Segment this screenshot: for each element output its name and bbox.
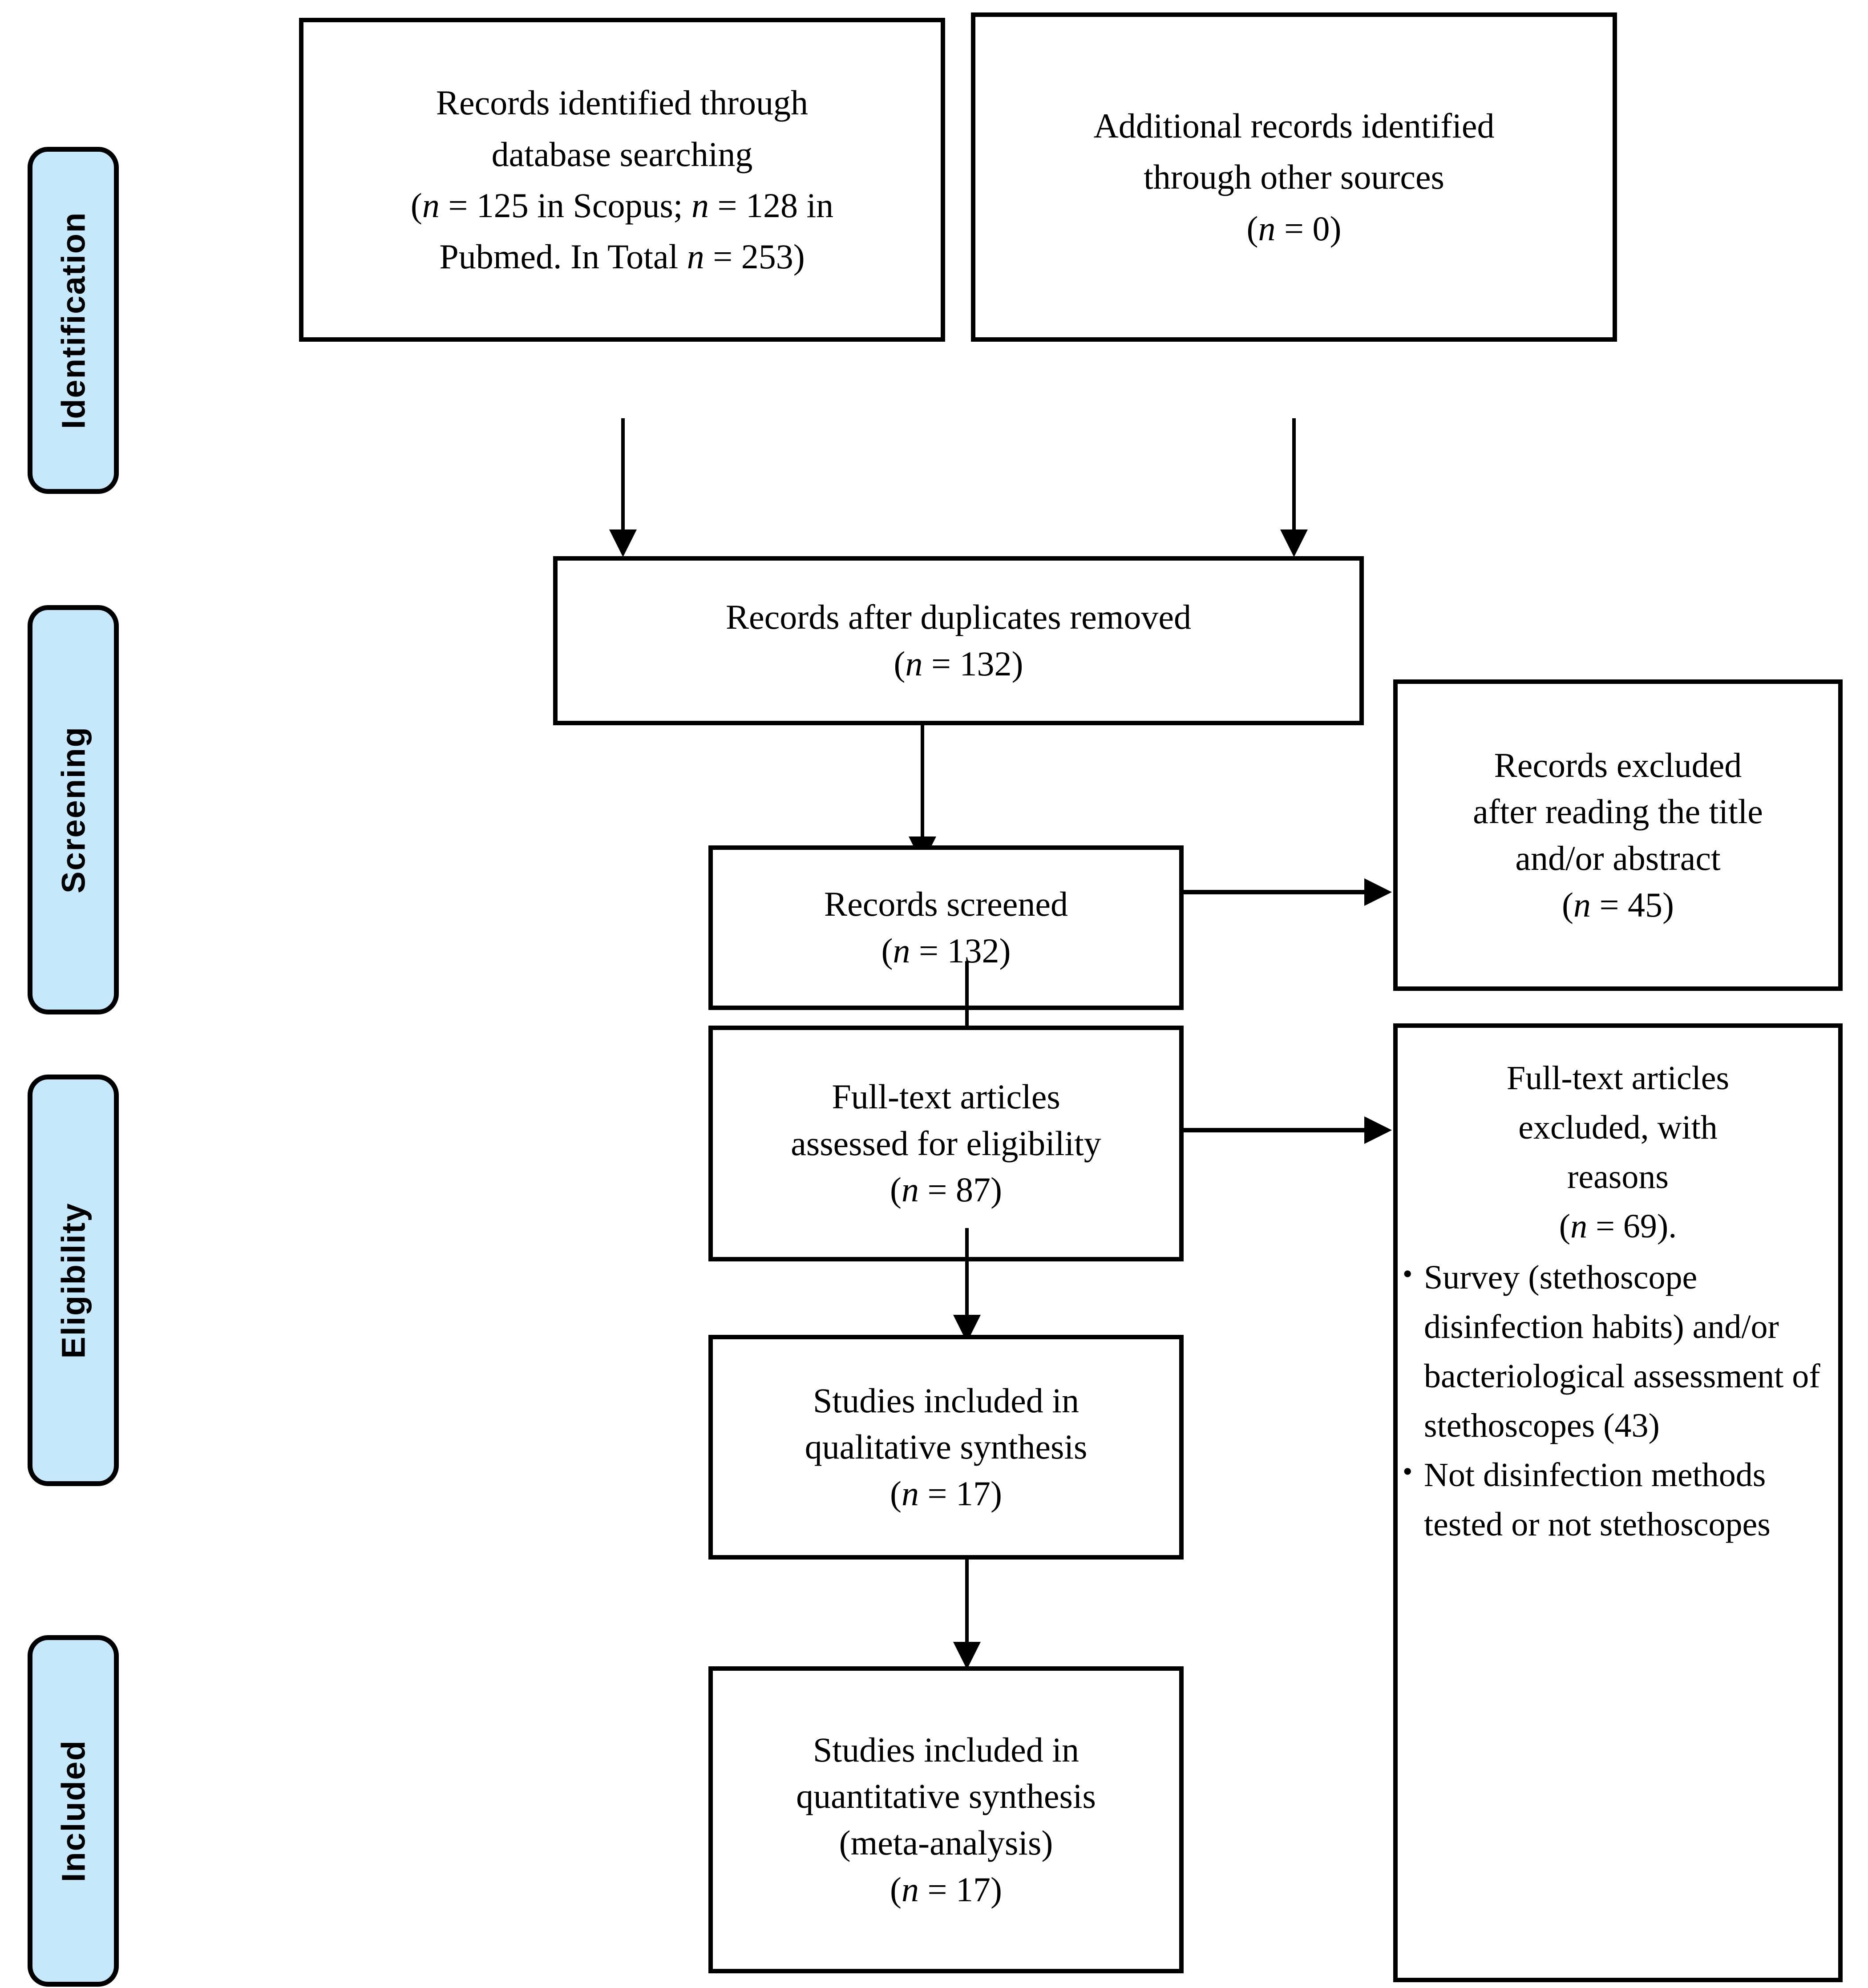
box-line: Records identified through	[436, 83, 809, 122]
box-line: quantitative synthesis	[796, 1777, 1096, 1816]
box-line: after reading the title	[1473, 792, 1763, 831]
stage-eligibility: Eligibility	[28, 1075, 119, 1486]
stage-screening: Screening	[28, 605, 119, 1014]
box-line: Pubmed. In Total n = 253)	[439, 237, 805, 276]
box-additional-records-other-sources: Additional records identified through ot…	[971, 12, 1617, 342]
connector-dedup-to-screened	[921, 725, 924, 843]
box-records-excluded: Records excluded after reading the title…	[1393, 679, 1843, 991]
box-line: Full-text articles	[1506, 1059, 1730, 1097]
box-records-identified-database: Records identified through database sear…	[299, 18, 945, 342]
box-line: (meta-analysis)	[839, 1823, 1053, 1862]
box-line: (n = 69).	[1559, 1207, 1677, 1245]
box-line: Records screened	[824, 885, 1068, 924]
stage-eligibility-label: Eligibility	[55, 1202, 92, 1358]
box-line: Studies included in	[813, 1381, 1079, 1420]
arrowhead-screened-to-excluded	[1364, 878, 1392, 906]
connector-fulltext-to-excluded	[1184, 1128, 1366, 1132]
connector-other-to-dedup	[1292, 418, 1296, 534]
box-line: Full-text articles	[832, 1077, 1060, 1116]
box-line: and/or abstract	[1515, 839, 1721, 877]
connector-fulltext-to-qualitative	[965, 1228, 969, 1348]
arrowhead-qualitative-to-quantitative	[953, 1642, 981, 1669]
arrowhead-database-to-dedup	[609, 529, 637, 557]
box-records-screened: Records screened (n = 132)	[708, 845, 1184, 1010]
stage-screening-label: Screening	[55, 726, 92, 893]
arrowhead-fulltext-to-excluded	[1364, 1116, 1392, 1144]
box-line: (n = 17)	[890, 1474, 1002, 1513]
box-line: database searching	[491, 134, 753, 174]
list-item: Survey (stethoscope disinfection habits)…	[1403, 1253, 1839, 1451]
box-line: (n = 17)	[890, 1870, 1002, 1909]
box-records-after-duplicates: Records after duplicates removed (n = 13…	[553, 556, 1364, 725]
connector-screened-to-excluded	[1184, 890, 1366, 894]
box-line: (n = 132)	[881, 931, 1011, 970]
stage-identification: Identification	[28, 147, 119, 494]
box-line: Records after duplicates removed	[725, 598, 1192, 637]
stage-included: Included	[28, 1635, 119, 1987]
box-line: Additional records identified	[1093, 106, 1495, 145]
box-line: reasons	[1567, 1158, 1669, 1196]
box-line: (n = 132)	[894, 644, 1023, 683]
connector-qualitative-to-quantitative	[965, 1555, 969, 1669]
list-item: Not disinfection methods tested or not s…	[1403, 1451, 1839, 1549]
box-qualitative-synthesis: Studies included in qualitative synthesi…	[708, 1335, 1184, 1560]
box-line: (n = 125 in Scopus; n = 128 in	[410, 186, 834, 225]
box-fulltext-excluded-with-reasons: Full-text articles excluded, with reason…	[1393, 1023, 1843, 1982]
box-fulltext-assessed: Full-text articles assessed for eligibil…	[708, 1026, 1184, 1261]
box-line: (n = 0)	[1246, 209, 1342, 248]
box-line: Records excluded	[1494, 745, 1742, 784]
box-line: assessed for eligibility	[791, 1123, 1101, 1163]
exclusion-reason-list: Survey (stethoscope disinfection habits)…	[1397, 1253, 1839, 1549]
box-line: qualitative synthesis	[805, 1427, 1088, 1467]
stage-included-label: Included	[55, 1739, 92, 1883]
stage-identification-label: Identification	[55, 211, 92, 429]
connector-database-to-dedup	[621, 418, 625, 534]
box-line: (n = 45)	[1562, 885, 1674, 924]
box-line: Studies included in	[813, 1730, 1079, 1769]
box-line: (n = 87)	[890, 1170, 1002, 1209]
box-line: through other sources	[1144, 158, 1444, 197]
arrowhead-other-to-dedup	[1280, 529, 1308, 557]
connector-screened-to-fulltext	[965, 961, 969, 1086]
box-quantitative-synthesis: Studies included in quantitative synthes…	[708, 1666, 1184, 1973]
box-line: excluded, with	[1518, 1108, 1718, 1146]
